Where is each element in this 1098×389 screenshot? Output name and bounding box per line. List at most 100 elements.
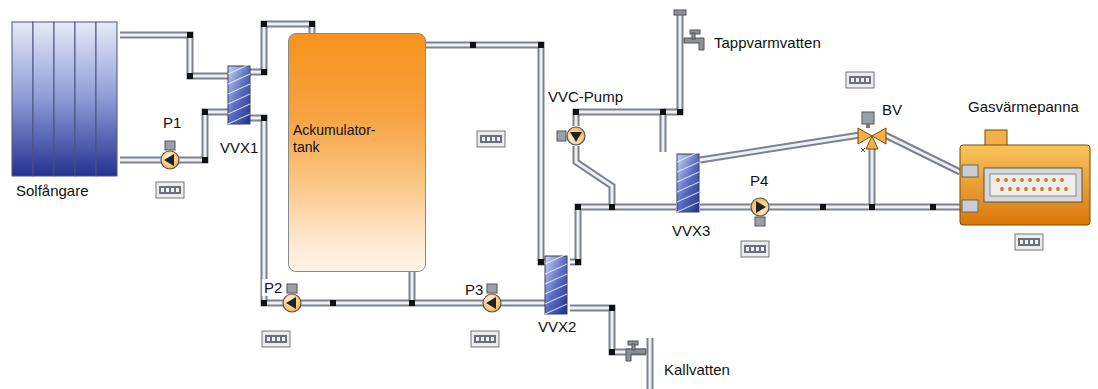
component-label: Kallvatten — [662, 361, 732, 378]
solar-collector-part — [96, 22, 117, 176]
junction-dots-part — [575, 204, 581, 210]
gas-boiler-part-part — [1028, 178, 1032, 182]
heat-exchanger-symbol-part — [677, 152, 699, 212]
gas-boiler-part — [962, 165, 978, 177]
junction-dots-part — [660, 109, 666, 115]
solar-collector-part — [33, 22, 54, 176]
gas-boiler-part-part — [1040, 187, 1044, 191]
component-label: VVX2 — [536, 318, 578, 335]
junction-dots-part — [202, 109, 208, 115]
display-gauge-part — [471, 331, 499, 347]
component-label: P2 — [262, 279, 284, 296]
display-gauge-part — [156, 182, 184, 198]
gas-boiler-part-part — [1004, 178, 1008, 182]
display-gauge-part — [741, 241, 769, 257]
junction-dots-part — [538, 259, 544, 265]
gas-boiler-part — [960, 145, 1090, 225]
pipe-inner — [120, 14, 960, 389]
display-gauge-part — [846, 72, 874, 88]
gas-boiler-part-part — [1012, 178, 1016, 182]
junction-dots-part — [261, 300, 267, 306]
pipe-inner-part — [120, 14, 960, 389]
junction-dots-part — [575, 259, 581, 265]
three-way-valve — [858, 112, 886, 152]
tank-label: Ackumulator-tank — [293, 122, 385, 156]
component-label: Gasvärmepanna — [966, 98, 1081, 115]
junction-dots-part — [820, 204, 826, 210]
junction-dots-part — [609, 204, 615, 210]
gas-boiler-part-part — [1056, 187, 1060, 191]
gas-boiler-part-part — [1052, 178, 1056, 182]
gas-boiler-part-part — [1044, 178, 1048, 182]
heat-exchanger-symbol-part — [545, 254, 567, 314]
component-label: P3 — [463, 281, 485, 298]
junction-dots-part — [330, 300, 336, 306]
solar-collector-part — [54, 22, 75, 176]
gas-boiler-part-part — [1016, 187, 1020, 191]
gas-boiler-part-part — [1024, 187, 1028, 191]
junction-dots — [187, 21, 936, 355]
display-gauge-part — [477, 131, 505, 147]
three-way-valve-part — [862, 112, 874, 124]
component-label: P1 — [161, 114, 183, 131]
component-label: Tappvarmvatten — [712, 34, 823, 51]
solar-collector — [12, 22, 117, 176]
gas-boiler-part — [990, 174, 1076, 196]
three-way-valve-part — [861, 148, 865, 152]
gas-boiler-part — [984, 168, 1082, 202]
gas-boiler-part — [996, 178, 1068, 191]
heat-exchanger-symbol-part — [228, 64, 250, 124]
gas-boiler-part-part — [1036, 178, 1040, 182]
gas-boiler-part-part — [1020, 178, 1024, 182]
gas-boiler-part — [985, 130, 1007, 146]
gas-boiler — [960, 130, 1090, 225]
junction-dots-part — [470, 42, 476, 48]
gas-boiler-part-part — [1060, 178, 1064, 182]
junction-dots-part — [187, 73, 193, 79]
junction-dots-part — [677, 109, 683, 115]
gas-boiler-part-part — [1000, 187, 1004, 191]
pump-symbol-part — [751, 198, 769, 226]
pump-symbol-part — [483, 284, 501, 312]
gas-boiler-part — [962, 200, 978, 212]
junction-dots-part — [309, 21, 315, 27]
gas-boiler-part-part — [1008, 187, 1012, 191]
junction-dots-part — [187, 32, 193, 38]
junction-dots-part — [261, 21, 267, 27]
display-gauge-part — [262, 331, 290, 347]
junction-dots-part — [930, 204, 936, 210]
tap-symbol-part — [674, 10, 686, 15]
junction-dots-part — [573, 109, 579, 115]
pipe-outer-part — [120, 14, 960, 389]
pump-symbol-part — [161, 141, 179, 169]
junction-dots-part — [869, 204, 875, 210]
pipe-outer — [120, 14, 960, 389]
gas-boiler-part-part — [1048, 187, 1052, 191]
component-label: VVX1 — [218, 139, 260, 156]
junction-dots-part — [609, 305, 615, 311]
tap-symbol — [626, 10, 704, 361]
tap-symbol-part — [684, 38, 704, 50]
storage-tank: Ackumulator-tank — [288, 33, 426, 272]
tap-symbol-part — [632, 344, 635, 350]
solar-collector-part — [75, 22, 96, 176]
pump-symbol-part — [557, 127, 585, 145]
component-label: Solfångare — [14, 182, 91, 199]
junction-dots-part — [609, 349, 615, 355]
junction-dots-part — [202, 157, 208, 163]
pump-symbol — [161, 127, 769, 312]
gas-boiler-part-part — [996, 178, 1000, 182]
three-way-valve-part — [866, 123, 870, 128]
junction-dots-part — [409, 300, 415, 306]
gas-boiler-part-part — [1064, 187, 1068, 191]
component-label: VVX3 — [670, 222, 712, 239]
junction-dots-part — [261, 115, 267, 121]
component-label: P4 — [748, 172, 770, 189]
pump-symbol-part — [283, 284, 301, 312]
tap-symbol-part — [626, 349, 646, 361]
tap-symbol-part — [692, 33, 695, 39]
junction-dots-part — [261, 69, 267, 75]
component-label: VVC-Pump — [546, 88, 625, 105]
junction-dots-part — [538, 42, 544, 48]
